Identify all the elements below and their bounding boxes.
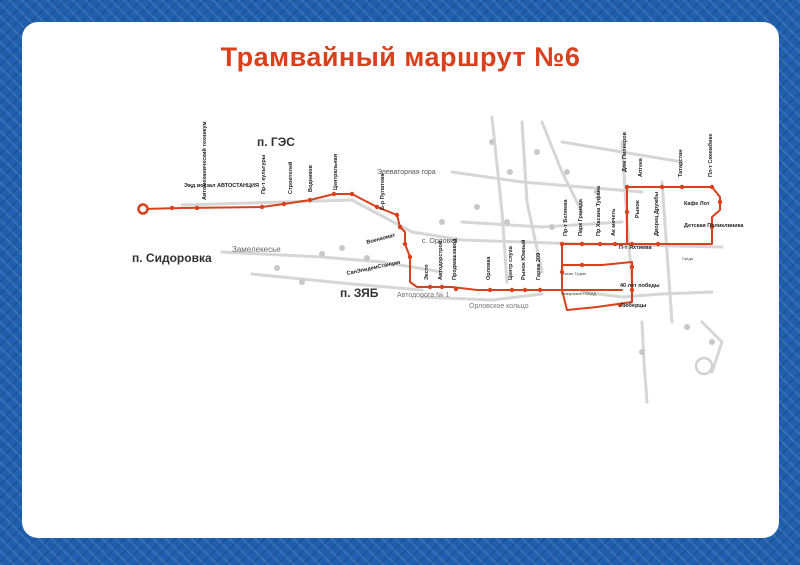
stop-dot (487, 287, 493, 293)
stop-dot (629, 241, 635, 247)
stop-dot (374, 204, 380, 210)
district-orlovka: с. Орловка (422, 238, 457, 245)
stop-pulyametnaya: Б-р Пулатова (380, 173, 386, 210)
district-elevator: Элеваторная гора (377, 169, 436, 176)
stop-sayumbike: Пл-т Сююмбике (707, 134, 714, 177)
stop-dot (597, 241, 603, 247)
stop-voenkomat: Военкомат (366, 232, 396, 245)
stop-dot (537, 287, 543, 293)
stop-dot (427, 284, 433, 290)
stop-rynok: Рынок (635, 200, 641, 218)
district-ges: п. ГЭС (257, 135, 295, 149)
stop-orlovka: Орловка (486, 256, 492, 280)
route-stops (169, 184, 723, 308)
stop-dot (281, 201, 287, 207)
stop-dot (509, 287, 515, 293)
district-orlov-ring: Орловское кольцо (469, 303, 529, 310)
stop-lyubertsy: Люберцы (620, 302, 647, 309)
stop-prodmash: Продмашзавод (452, 238, 458, 280)
route-segment (561, 289, 633, 311)
stop-dot (629, 264, 635, 270)
stop-dot (559, 269, 565, 275)
map-card: Трамвайный маршрут №6 (22, 22, 779, 538)
stop-dot (579, 262, 585, 268)
stop-tatarstan: Татарстан (678, 149, 684, 177)
stop-avtovokzal: Эҗд вокзал АВТОСТАНЦИЯ (184, 183, 259, 189)
route-segment (561, 264, 623, 291)
stop-tufana: Пр Хасана Туфана (595, 185, 602, 236)
stop-dot (259, 204, 265, 210)
stop-rynok-yuzh: Рынок Южный (520, 240, 527, 280)
background-street-dots (274, 139, 715, 355)
stop-dot (629, 287, 635, 293)
stop-novruzy: Новаражин ГИБДД (561, 291, 596, 296)
stop-apteka: Аптека (638, 157, 644, 177)
stop-centr-sluha: Центр слуха (508, 245, 514, 280)
tram-depot-ring (694, 356, 714, 376)
stop-dvorec: Дворец Дружбы (653, 191, 660, 236)
stop-dom-pionerov: Дом Пионеров (622, 131, 628, 172)
stop-dot (397, 224, 403, 230)
terminus-marker (137, 203, 149, 215)
stop-pr-yakhtieva: П-т Яхтиева (619, 245, 652, 251)
stop-det-poliklinika: Детская Поликлиника (684, 223, 744, 229)
route-map: п. ГЭС п. Сидоровка п. ЗЯБ Замелекесье Э… (132, 115, 744, 404)
stop-dot (331, 191, 337, 197)
stop-stroiteley: Строителей (287, 162, 294, 194)
stop-hasan-tufan2: Хасан Туфан (562, 271, 586, 276)
stop-dot (679, 184, 685, 190)
stop-pobedy: 40 лет победы (620, 282, 660, 289)
stop-dot (624, 209, 630, 215)
stop-dot (624, 184, 630, 190)
district-road1: Автодорога № 1 (397, 292, 450, 299)
stop-dot (559, 241, 565, 247)
stop-garazh: Гараж 209 (536, 253, 542, 280)
stop-dot (617, 302, 623, 308)
stop-ak-mechet: Ак мечеть (611, 208, 617, 236)
stop-granada: Парк Гранада (578, 198, 584, 236)
stop-dot (402, 241, 408, 247)
stop-dot (194, 205, 200, 211)
stop-dot (659, 184, 665, 190)
stop-dot (349, 191, 355, 197)
stop-dot (612, 241, 618, 247)
stop-vodnikov: Водников (308, 165, 314, 192)
stop-dot (709, 224, 715, 230)
stop-centralnaya: Центральная (333, 154, 339, 190)
stop-dot (655, 241, 661, 247)
stop-dot (394, 212, 400, 218)
stop-avtodor: Автодорстрой (437, 241, 444, 280)
stop-avtotech: Автомеханический техникум (201, 121, 208, 200)
stop-belyaeva: Пр-т Беляева (563, 199, 569, 236)
stop-dot (439, 284, 445, 290)
stop-dot (407, 254, 413, 260)
stop-kafe-lot: Кафе Лот (684, 200, 710, 207)
district-sidorovka: п. Сидоровка (132, 251, 212, 265)
stop-dot (717, 199, 723, 205)
stop-dot (307, 197, 313, 203)
stop-dot (453, 286, 459, 292)
district-zyab: п. ЗЯБ (340, 286, 379, 300)
page-title: Трамвайный маршрут №6 (220, 42, 581, 72)
stop-dot (169, 205, 175, 211)
stop-kultury: Пр-т культуры (261, 154, 267, 194)
stop-dot (709, 184, 715, 190)
stop-ganda: Ганда (682, 256, 694, 261)
district-zamelekesye: Замелекесье (232, 245, 281, 254)
stop-dot (522, 287, 528, 293)
stop-eksto: Эксто (424, 264, 430, 280)
stop-dot (579, 241, 585, 247)
route-segment (561, 243, 633, 303)
